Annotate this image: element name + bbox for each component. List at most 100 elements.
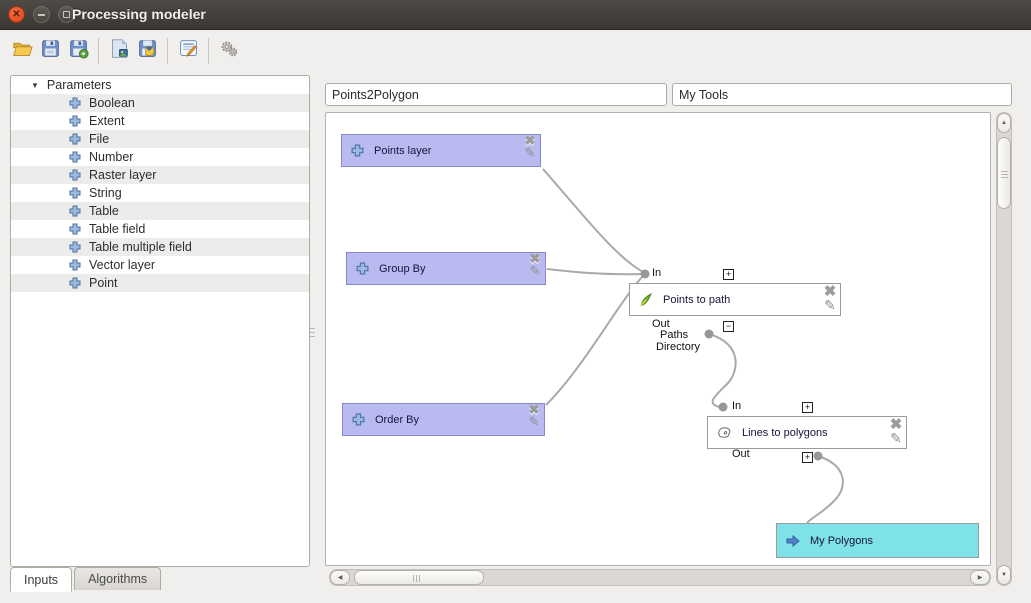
floppy-disk-icon	[40, 38, 61, 64]
add-parameter-icon	[69, 115, 81, 127]
edit-node-icon[interactable]: ✎	[522, 146, 538, 159]
node-label: Group By	[379, 263, 425, 275]
save-model-button[interactable]	[36, 37, 64, 65]
sidebar-item-table-field[interactable]: Table field	[11, 220, 309, 238]
connection-edges	[326, 113, 991, 566]
minimize-button[interactable]	[33, 6, 50, 23]
add-parameter-icon	[69, 169, 81, 181]
sidebar-item-label: Extent	[89, 114, 124, 128]
export-image-icon	[109, 38, 130, 64]
sidebar-item-file[interactable]: File	[11, 130, 309, 148]
scroll-down-icon[interactable]: ▼	[997, 565, 1011, 585]
input-node-order-by[interactable]: Order By ✖ ✎	[342, 403, 545, 436]
node-label: Order By	[375, 414, 419, 426]
port-in-label: In	[732, 400, 741, 412]
expand-in-toggle[interactable]: +	[723, 269, 734, 280]
sidebar-item-label: Table multiple field	[89, 240, 192, 254]
tree-root-parameters[interactable]: ▼ Parameters	[11, 76, 309, 94]
points-to-path-icon	[639, 293, 653, 307]
add-parameter-icon	[69, 205, 81, 217]
edit-node-icon[interactable]: ✎	[527, 264, 543, 277]
vertical-scroll-thumb[interactable]	[997, 137, 1011, 209]
sidebar-item-number[interactable]: Number	[11, 148, 309, 166]
sidebar-item-table-multiple-field[interactable]: Table multiple field	[11, 238, 309, 256]
port-in-label: In	[652, 267, 661, 279]
tab-label: Inputs	[24, 573, 58, 587]
sidebar-item-vector-layer[interactable]: Vector layer	[11, 256, 309, 274]
tab-algorithms[interactable]: Algorithms	[74, 567, 161, 590]
add-input-icon	[351, 144, 364, 157]
add-parameter-icon	[69, 151, 81, 163]
chevron-down-icon[interactable]: ▼	[31, 81, 39, 90]
close-button[interactable]: ✕	[8, 6, 25, 23]
model-name-input[interactable]	[325, 83, 667, 106]
collapse-out-toggle[interactable]: −	[723, 321, 734, 332]
add-input-icon	[356, 262, 369, 275]
output-arrow-icon	[786, 535, 800, 547]
run-model-button[interactable]	[215, 37, 243, 65]
sidebar-item-label: Vector layer	[89, 258, 155, 272]
output-port-directory[interactable]: Directory	[656, 341, 700, 353]
tab-label: Algorithms	[88, 572, 147, 586]
input-node-points-layer[interactable]: Points layer ✖ ✎	[341, 134, 541, 167]
window-title: Processing modeler	[72, 6, 206, 22]
window-controls: ✕	[8, 6, 75, 23]
add-parameter-icon	[69, 187, 81, 199]
tab-inputs[interactable]: Inputs	[10, 567, 72, 592]
scroll-left-icon[interactable]: ◀	[330, 570, 350, 585]
algorithm-node-points-to-path[interactable]: Points to path ✖ ✎	[629, 283, 841, 316]
titlebar[interactable]: ✕ Processing modeler	[0, 0, 1031, 30]
algorithm-node-lines-to-polygons[interactable]: Lines to polygons ✖ ✎	[707, 416, 907, 449]
folder-open-icon	[12, 38, 33, 64]
edit-help-icon	[178, 38, 199, 64]
panel-tabs: Inputs Algorithms	[10, 567, 161, 592]
tree-root-label: Parameters	[47, 78, 112, 92]
model-canvas[interactable]: Points layer ✖ ✎ Group By ✖ ✎ Order By ✖…	[325, 112, 991, 566]
edit-node-icon[interactable]: ✎	[822, 298, 838, 312]
export-as-image-button[interactable]	[105, 37, 133, 65]
node-label: Points to path	[663, 294, 730, 306]
scroll-up-icon[interactable]: ▲	[997, 113, 1011, 133]
horizontal-scroll-thumb[interactable]	[354, 570, 484, 585]
node-label: Points layer	[374, 145, 431, 157]
sidebar-item-label: Point	[89, 276, 118, 290]
save-model-as-button[interactable]	[64, 37, 92, 65]
sidebar-item-label: Boolean	[89, 96, 135, 110]
edit-model-help-button[interactable]	[174, 37, 202, 65]
edit-node-icon[interactable]: ✎	[888, 431, 904, 445]
model-group-input[interactable]	[672, 83, 1012, 106]
expand-out-toggle[interactable]: +	[802, 452, 813, 463]
sidebar-item-table[interactable]: Table	[11, 202, 309, 220]
output-port-paths[interactable]: Paths	[660, 329, 688, 341]
output-node-my-polygons[interactable]: My Polygons	[776, 523, 979, 558]
add-input-icon	[352, 413, 365, 426]
thumb-grip-icon	[1001, 171, 1008, 180]
save-as-python-script-button[interactable]	[133, 37, 161, 65]
sidebar-item-label: Table	[89, 204, 119, 218]
panel-splitter[interactable]	[309, 75, 316, 567]
splitter-grip-icon	[310, 328, 315, 340]
gears-icon	[219, 38, 240, 64]
sidebar-item-point[interactable]: Point	[11, 274, 309, 292]
add-parameter-icon	[69, 223, 81, 235]
sidebar-item-string[interactable]: String	[11, 184, 309, 202]
edit-node-icon[interactable]: ✎	[526, 415, 542, 428]
sidebar-item-extent[interactable]: Extent	[11, 112, 309, 130]
add-parameter-icon	[69, 277, 81, 289]
sidebar-item-raster-layer[interactable]: Raster layer	[11, 166, 309, 184]
node-label: Lines to polygons	[742, 427, 828, 439]
inputs-panel: ▼ Parameters Boolean Extent File Number …	[10, 75, 310, 567]
expand-in-toggle[interactable]: +	[802, 402, 813, 413]
add-parameter-icon	[69, 259, 81, 271]
input-node-group-by[interactable]: Group By ✖ ✎	[346, 252, 546, 285]
sidebar-item-label: File	[89, 132, 109, 146]
sidebar-item-boolean[interactable]: Boolean	[11, 94, 309, 112]
canvas-horizontal-scrollbar[interactable]: ◀ ▶	[329, 569, 991, 586]
floppy-python-icon	[137, 38, 158, 64]
toolbar-separator	[167, 38, 168, 64]
scroll-right-icon[interactable]: ▶	[970, 570, 990, 585]
open-model-button[interactable]	[8, 37, 36, 65]
toolbar	[8, 36, 243, 66]
canvas-vertical-scrollbar[interactable]: ▲ ▼	[996, 112, 1012, 586]
